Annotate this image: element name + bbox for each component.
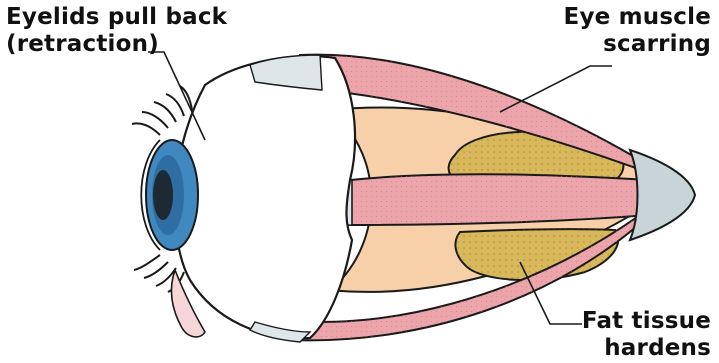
eye-muscle-label-line1: Eye muscle <box>564 4 711 31</box>
fat-tissue-label-line1: Fat tissue <box>582 308 711 335</box>
eyeball <box>175 56 355 338</box>
eyelids-label-line2: (retraction) <box>6 31 227 58</box>
pupil <box>153 170 173 220</box>
eyelids-label: Eyelids pull back (retraction) <box>6 4 227 58</box>
eye-muscle-label: Eye muscle scarring <box>564 4 711 58</box>
middle-eye-muscle-texture <box>343 174 651 225</box>
eyelids-label-line1: Eyelids pull back <box>6 4 227 31</box>
eye-muscle-label-line2: scarring <box>564 31 711 58</box>
fat-tissue-label-line2: hardens <box>582 335 711 362</box>
optic-apex-tendon <box>630 150 695 240</box>
fat-tissue-label: Fat tissue hardens <box>582 308 711 362</box>
